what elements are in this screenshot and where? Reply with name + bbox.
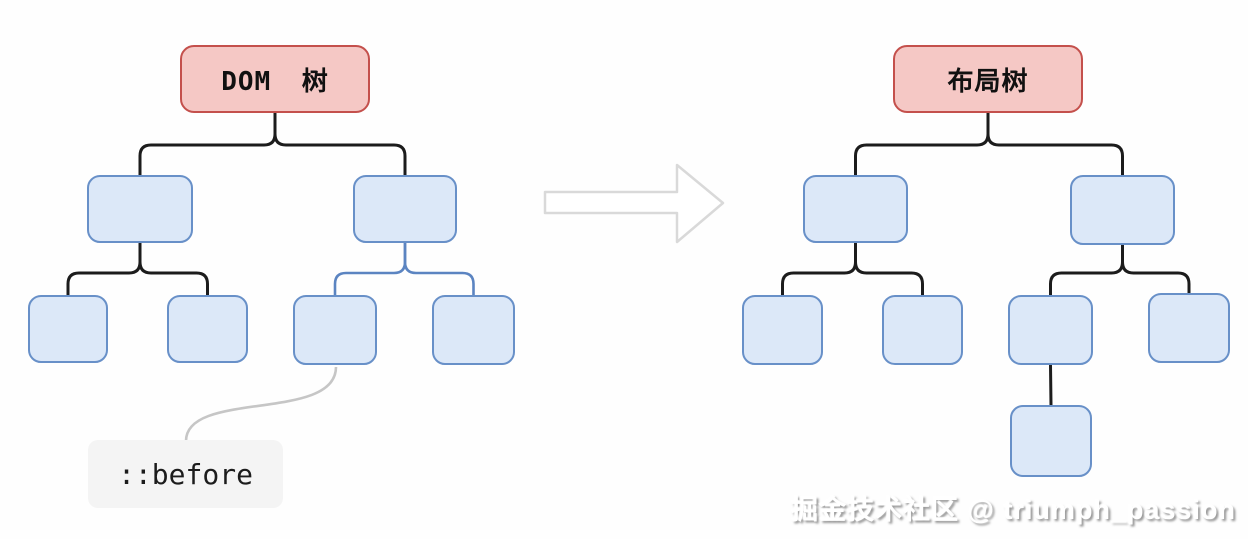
tree-node-dom-b: [353, 175, 457, 243]
pseudo-element-label: ::before: [88, 440, 283, 508]
tree-edge-dom-b-dom-b2: [403, 241, 475, 297]
tree-node-layout-b1: [1008, 295, 1093, 365]
tree-edge-layout-b-layout-b2: [1121, 243, 1191, 295]
tree-edge-layout-b1-layout-extra: [1049, 363, 1053, 407]
tree-edge-layout-a-layout-a2: [854, 241, 924, 297]
tree-node-dom-a1: [28, 295, 108, 363]
tree-node-dom-b2: [432, 295, 515, 365]
tree-node-dom-a2: [167, 295, 248, 363]
tree-node-layout-b2: [1148, 293, 1230, 363]
tree-node-layout-b: [1070, 175, 1175, 245]
tree-node-layout-a1: [742, 295, 823, 365]
tree-edge-layout-root-layout-a: [854, 111, 990, 177]
tree-node-dom-a: [87, 175, 193, 243]
tree-edge-dom-a-dom-a1: [66, 241, 142, 297]
tree-edge-dom-root-dom-a: [138, 111, 277, 177]
tree-root-layout-root: 布局树: [893, 45, 1083, 113]
tree-node-layout-extra: [1010, 405, 1092, 477]
tree-node-dom-b1: [293, 295, 377, 365]
watermark: 掘金技术社区 @ triumph_passion: [791, 495, 1236, 525]
tree-edge-dom-root-dom-b: [273, 111, 407, 177]
tree-edge-dom-b-dom-b1: [333, 241, 407, 297]
tree-node-layout-a2: [882, 295, 963, 365]
arrow-right-icon: [543, 163, 725, 244]
tree-root-dom-root: DOM 树: [180, 45, 370, 113]
pseudo-element-curve: [184, 366, 338, 442]
tree-edge-dom-a-dom-a2: [138, 241, 209, 297]
tree-node-layout-a: [803, 175, 908, 243]
tree-edge-layout-root-layout-b: [986, 111, 1124, 177]
tree-edge-layout-a-layout-a1: [781, 241, 857, 297]
tree-edge-layout-b-layout-b1: [1049, 243, 1124, 297]
